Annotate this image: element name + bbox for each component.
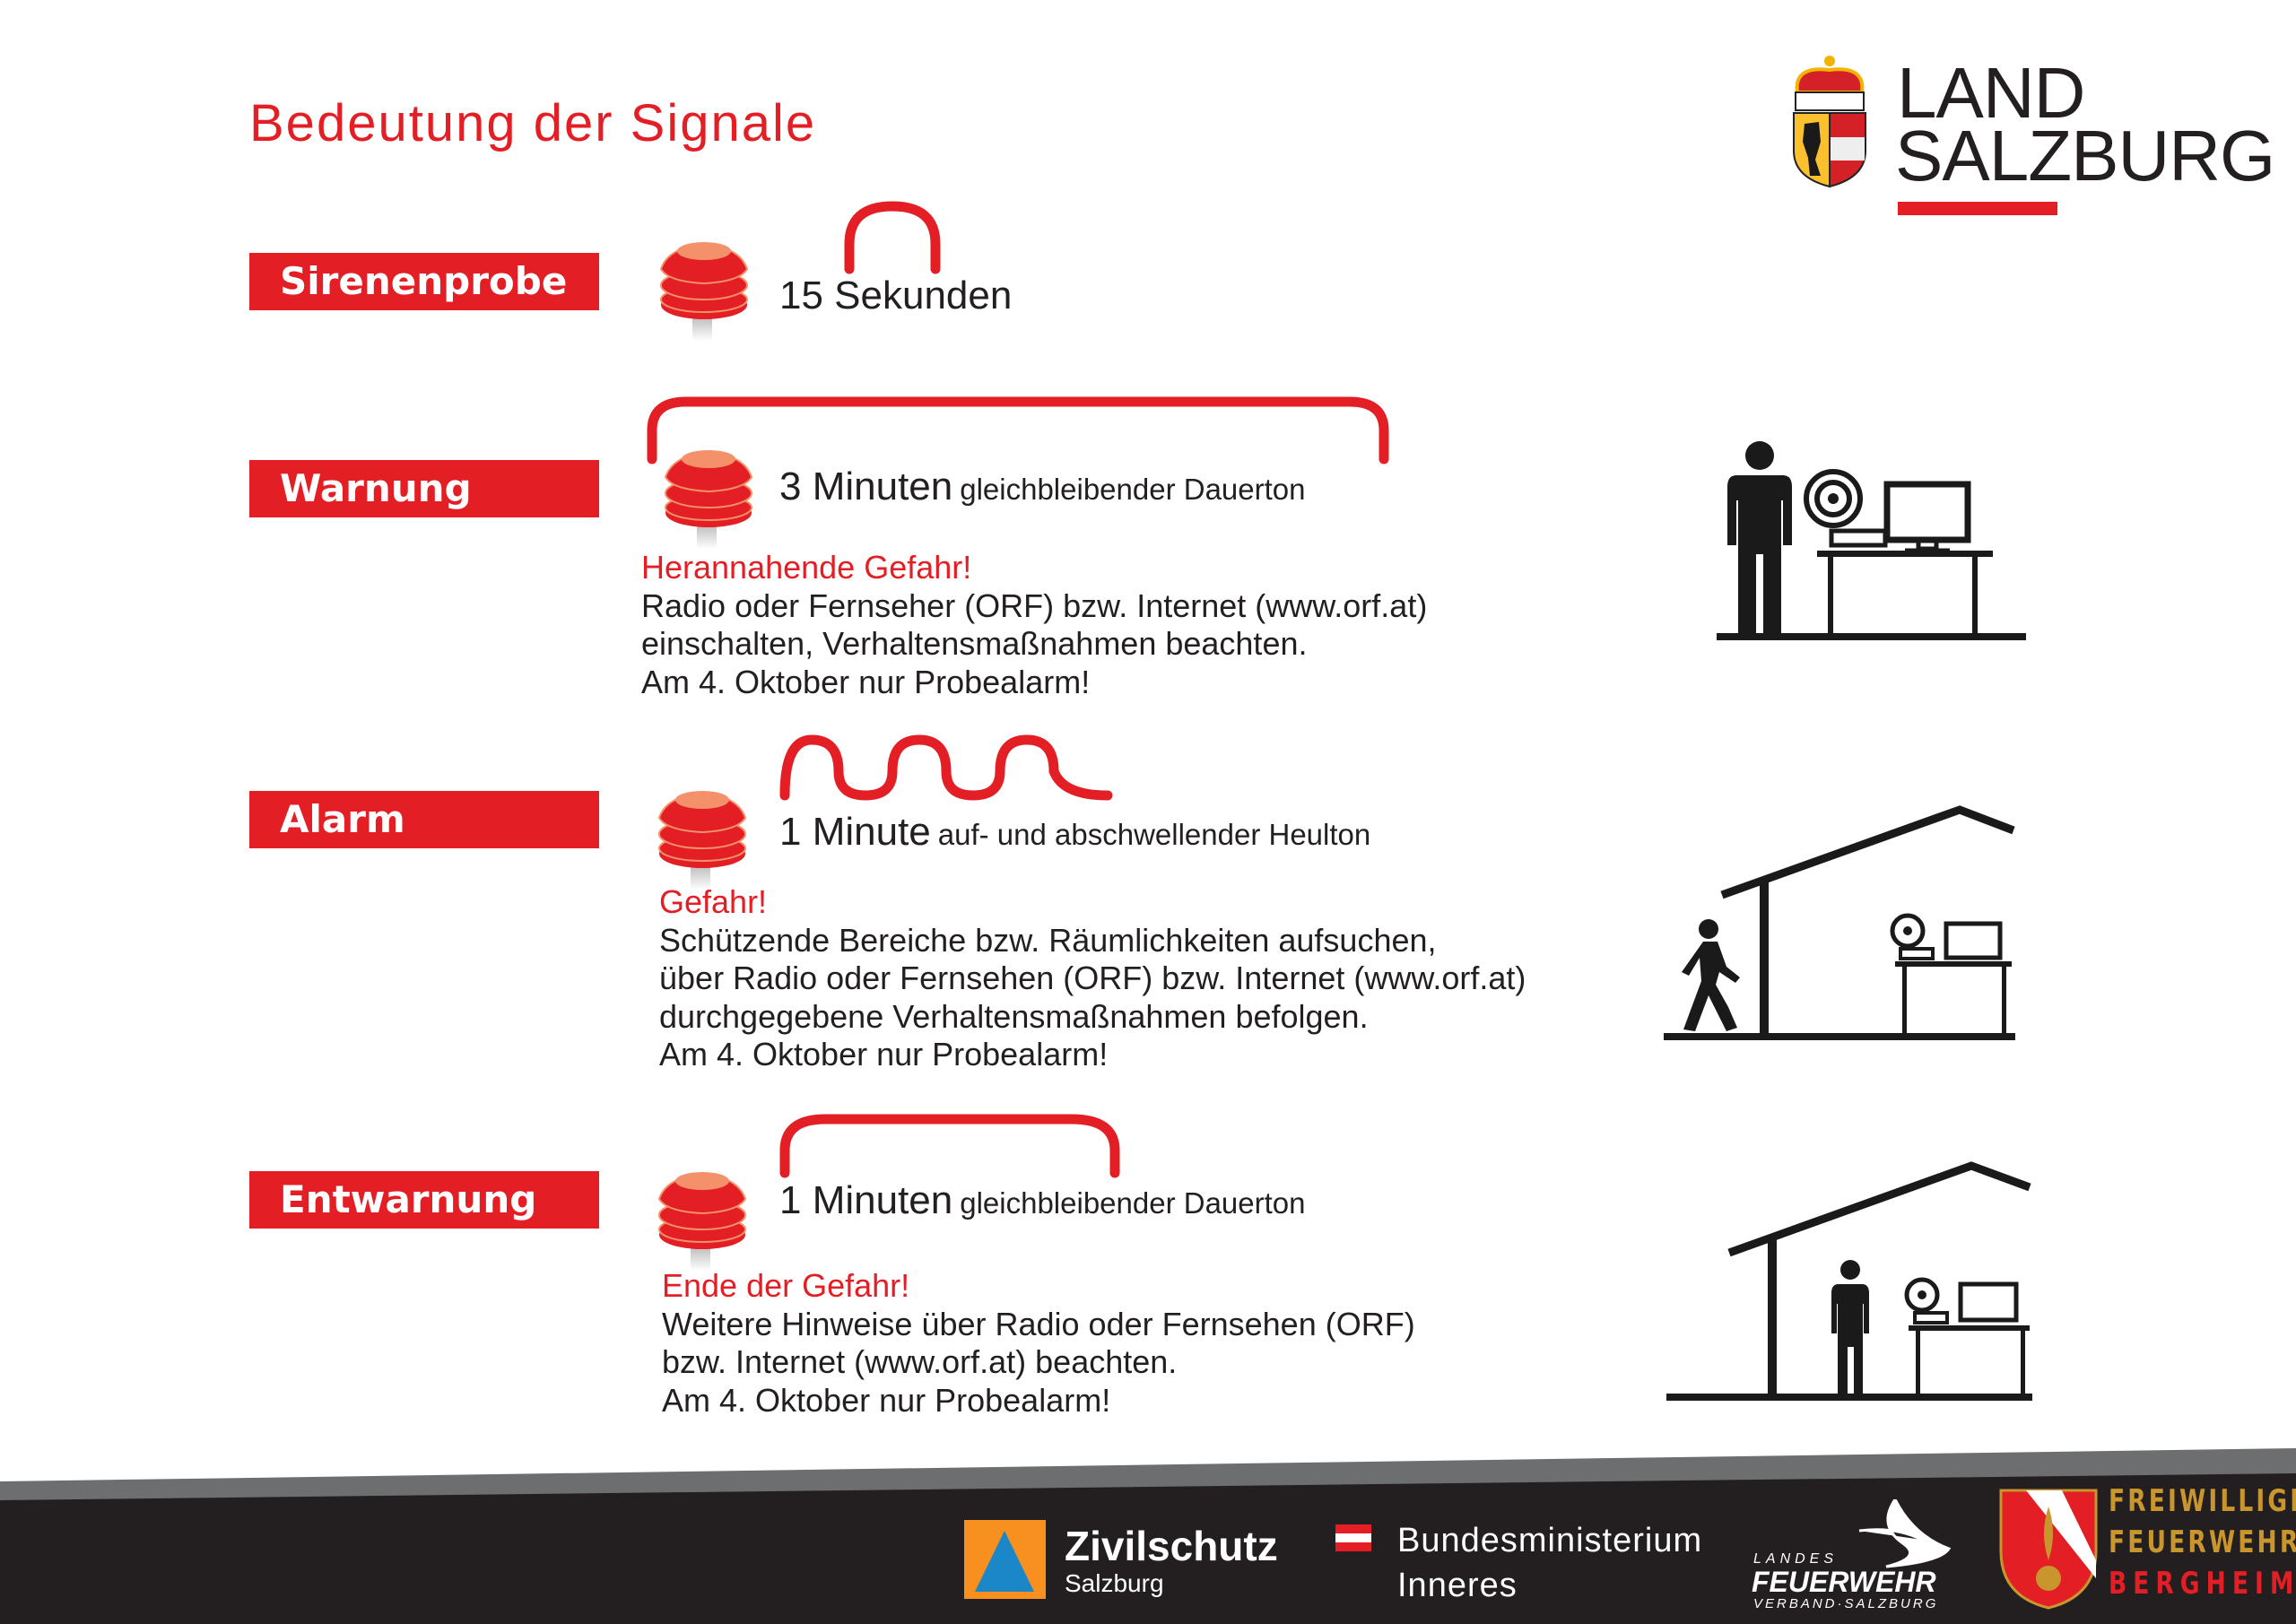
- zivilschutz-text: Zivilschutz: [1065, 1523, 1278, 1569]
- lfv-bottom-text: VERBAND·SALZBURG: [1753, 1596, 1939, 1611]
- duration-text: 1 Minuten: [779, 1178, 953, 1222]
- duration-text: 1 Minute: [779, 810, 931, 854]
- description-line: Am 4. Oktober nur Probealarm!: [641, 663, 1091, 700]
- description-line: bzw. Internet (www.orf.at) beachten.: [662, 1343, 1178, 1380]
- tone-text: gleichbleibender Dauerton: [960, 1186, 1306, 1220]
- siren-icon: [659, 231, 751, 345]
- siren-icon: [657, 780, 749, 894]
- ff-line-2: FEUERWEHR: [2109, 1524, 2296, 1560]
- description-alarm: Gefahr! Schützende Bereiche bzw. Räumlic…: [659, 883, 1526, 1074]
- description-line: Weitere Hinweise über Radio oder Fernseh…: [662, 1305, 1415, 1342]
- description-line: Schützende Bereiche bzw. Räumlichkeiten …: [659, 921, 1437, 959]
- ff-bergheim-text: FREIWILLIGE FEUERWEHR BERGHEIM: [2109, 1483, 2296, 1602]
- ff-bergheim-shield-icon: [1999, 1489, 2098, 1610]
- zivilschutz-triangle-icon: [964, 1520, 1046, 1599]
- siren-icon: [657, 1161, 749, 1275]
- description-entwarnung: Ende der Gefahr! Weitere Hinweise über R…: [662, 1267, 1415, 1420]
- lfv-main-text: FEUERWEHR: [1752, 1566, 1936, 1598]
- tone-text: gleichbleibender Dauerton: [960, 473, 1306, 506]
- logo-salzburg-text: SALZBURG: [1895, 116, 2275, 195]
- lfv-top-text: LANDES: [1753, 1551, 1839, 1567]
- ff-line-3: BERGHEIM: [2109, 1566, 2296, 1602]
- bmi-text-2: Inneres: [1397, 1567, 1518, 1604]
- siren-icon: [664, 439, 755, 553]
- duration-text: 3 Minuten: [779, 465, 953, 508]
- footer-band: [0, 1448, 2296, 1624]
- person-entering-house-pictogram-icon: [1664, 805, 2015, 1040]
- description-heading: Herannahende Gefahr!: [641, 549, 972, 586]
- person-radio-tv-pictogram-icon: [1717, 441, 2026, 640]
- label-warnung: Warnung: [249, 460, 599, 517]
- steady-tone-arc-icon: [779, 1114, 1120, 1178]
- bmi-text-1: Bundesministerium: [1397, 1522, 1703, 1559]
- description-line: durchgegebene Verhaltensmaßnahmen befolg…: [659, 997, 1369, 1035]
- zivilschutz-logo: Zivilschutz Salzburg: [964, 1520, 1278, 1603]
- duration-sirenenprobe: 15 Sekunden: [779, 274, 1012, 318]
- duration-text: 15 Sekunden: [779, 274, 1013, 317]
- description-heading: Gefahr!: [659, 883, 768, 920]
- tone-text: auf- und abschwellender Heulton: [937, 818, 1371, 851]
- person-in-house-pictogram-icon: [1666, 1161, 2032, 1401]
- description-line: Radio oder Fernseher (ORF) bzw. Internet…: [641, 586, 1428, 624]
- austrian-flag-icon: [1335, 1524, 1371, 1551]
- description-warnung: Herannahende Gefahr! Radio oder Fernsehe…: [641, 549, 1427, 701]
- description-line: Am 4. Oktober nur Probealarm!: [659, 1036, 1109, 1073]
- description-line: Am 4. Oktober nur Probealarm!: [662, 1381, 1111, 1419]
- feuerwehr-swoosh-icon: [1858, 1499, 1952, 1568]
- description-line: einschalten, Verhaltensmaßnahmen beachte…: [641, 625, 1308, 662]
- label-entwarnung: Entwarnung: [249, 1171, 599, 1229]
- long-tone-bracket-icon: [647, 396, 1389, 465]
- bmi-logo: Bundesministerium Inneres: [1335, 1522, 1701, 1604]
- wailing-tone-wave-icon: [779, 734, 1113, 801]
- description-line: über Radio oder Fernsehen (ORF) bzw. Int…: [659, 960, 1526, 996]
- landesfeuerwehrverband-logo: LANDES FEUERWEHR VERBAND·SALZBURG: [1752, 1499, 1967, 1611]
- ff-line-1: FREIWILLIGE: [2109, 1483, 2296, 1519]
- label-alarm: Alarm: [249, 791, 599, 848]
- label-sirenenprobe: Sirenenprobe: [249, 253, 599, 310]
- description-heading: Ende der Gefahr!: [662, 1267, 910, 1304]
- page-title: Bedeutung der Signale: [249, 94, 817, 152]
- short-tone-arc-icon: [844, 201, 941, 274]
- zivilschutz-sub-text: Salzburg: [1065, 1569, 1164, 1597]
- salzburg-coat-of-arms-icon: [1793, 56, 1866, 188]
- logo-land-text: LAND: [1897, 53, 2085, 133]
- logo-red-bar: [1898, 202, 2057, 215]
